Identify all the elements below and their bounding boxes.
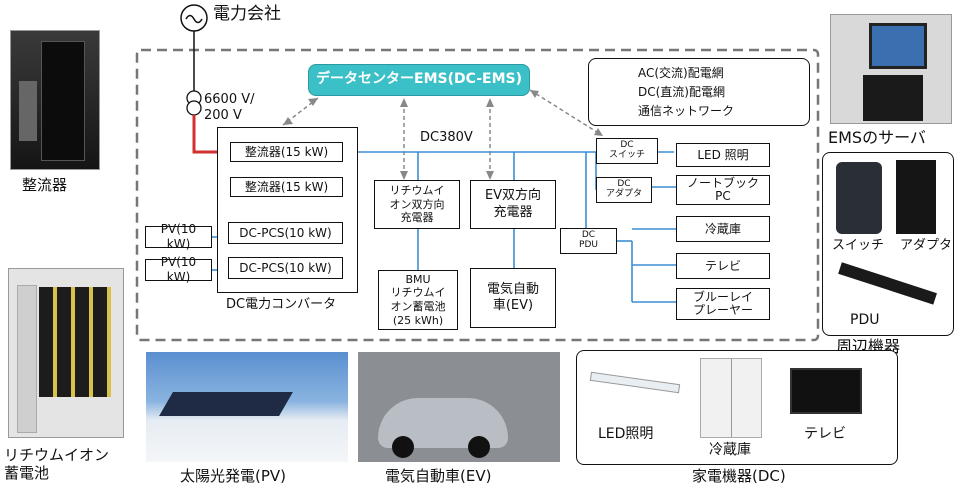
rectifier-photo — [10, 30, 100, 170]
load-fridge: 冷蔵庫 — [676, 216, 770, 242]
dc-ems-box: データセンターEMS(DC-EMS) — [308, 64, 530, 96]
legend-ac: AC(交流)配電網 — [638, 66, 724, 80]
ems-server-photo — [830, 14, 952, 124]
ev-photo — [358, 352, 560, 462]
ev-box: 電気自動 車(EV) — [470, 268, 556, 328]
legend-network: 通信ネットワーク — [638, 104, 735, 118]
ev-photo-label: 電気自動車(EV) — [385, 467, 492, 485]
adapter-photo — [896, 160, 936, 234]
bus-voltage-label: DC380V — [420, 130, 473, 145]
dc-adapter-box: DC アダプタ — [596, 177, 652, 203]
load-notebook: ノートブック PC — [676, 175, 770, 205]
rectifier-2: 整流器(15 kW) — [230, 177, 343, 197]
pv-1: PV(10 kW) — [145, 222, 212, 251]
led-photo-label: LED照明 — [598, 426, 654, 442]
bmu-battery-box: BMU リチウムイ オン蓄電池 (25 kWh) — [378, 270, 458, 330]
dc-pcs-1: DC-PCS(10 kW) — [228, 222, 343, 244]
power-company-label: 電力会社 — [213, 4, 281, 24]
tv-photo-label: テレビ — [804, 426, 846, 442]
pdu-label: PDU — [850, 312, 880, 328]
load-tv: テレビ — [676, 253, 770, 279]
adapter-label: アダプタ — [900, 238, 953, 253]
dc-switch-box: DC スイッチ — [596, 138, 658, 164]
battery-photo — [8, 268, 124, 438]
dc-pdu-box: DC PDU — [560, 228, 617, 254]
load-bluray: ブルーレイ プレーヤー — [676, 288, 770, 320]
ems-server-label: EMSのサーバ — [828, 128, 926, 147]
legend-box — [588, 58, 810, 126]
pv-photo — [146, 352, 348, 462]
fridge-photo-label: 冷蔵庫 — [709, 442, 751, 458]
tv-photo — [790, 368, 862, 414]
switch-photo — [836, 162, 882, 234]
dc-converter-label: DC電力コンバータ — [226, 297, 337, 312]
fridge-photo — [700, 358, 762, 438]
rectifier-1: 整流器(15 kW) — [230, 142, 343, 162]
rectifier-photo-label: 整流器 — [22, 176, 68, 194]
dc-pcs-2: DC-PCS(10 kW) — [228, 257, 343, 279]
switch-label: スイッチ — [832, 238, 885, 253]
transformer-label: 6600 V/ 200 V — [204, 92, 255, 123]
load-led: LED 照明 — [676, 143, 770, 167]
ev-charger-box: EV双方向 充電器 — [470, 180, 556, 229]
pv-2: PV(10 kW) — [145, 255, 212, 284]
pv-photo-label: 太陽光発電(PV) — [180, 467, 287, 485]
legend-dc: DC(直流)配電網 — [638, 85, 725, 99]
appliances-label: 家電機器(DC) — [692, 467, 786, 485]
lithium-charger-box: リチウムイ オン双方向 充電器 — [374, 180, 460, 229]
battery-photo-label: リチウムイオン 蓄電池 — [4, 446, 110, 482]
